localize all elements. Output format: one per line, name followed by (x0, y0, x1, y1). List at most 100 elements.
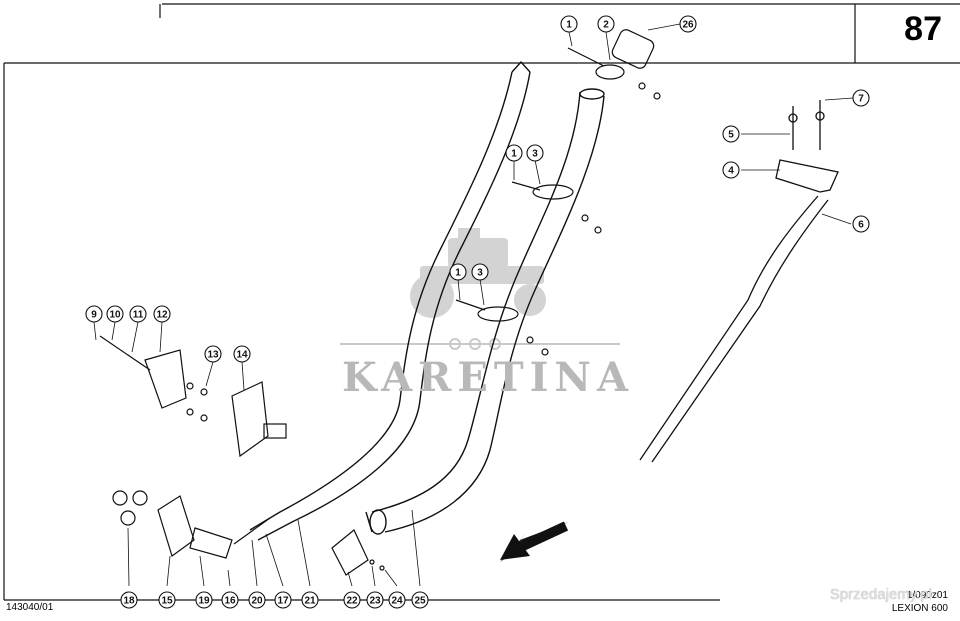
callout-circle (679, 15, 697, 33)
callout-circle (221, 591, 239, 609)
callout-number: 17 (277, 596, 289, 607)
model-name: LEXION 600 (891, 603, 948, 614)
callout-21: 21 (301, 591, 319, 609)
callout-circle (274, 591, 292, 609)
callout-circle (129, 305, 147, 323)
callout-22: 22 (343, 591, 361, 609)
callout-26: 26 (679, 15, 697, 33)
hose-clamps (455, 181, 574, 322)
page-frame (3, 3, 960, 601)
callout-2: 2 (597, 15, 615, 33)
callout-number: 3 (532, 149, 538, 160)
callout-3: 3 (526, 144, 544, 162)
callout-3: 3 (471, 263, 489, 281)
callout-number: 16 (224, 596, 236, 607)
direction-arrow-icon (500, 521, 569, 562)
callout-circle (343, 591, 361, 609)
callout-circle (388, 591, 406, 609)
callout-number: 5 (728, 130, 734, 141)
callout-circle (852, 215, 870, 233)
callout-9: 9 (85, 305, 103, 323)
long-hose-21 (249, 60, 531, 541)
callout-number: 11 (133, 310, 144, 321)
callout-circle (195, 591, 213, 609)
callout-16: 16 (221, 591, 239, 609)
callout-number: 24 (391, 596, 403, 607)
callout-20: 20 (248, 591, 266, 609)
watermark-text: KARETINA (342, 354, 634, 401)
callout-circle (153, 305, 171, 323)
callout-circle (411, 591, 429, 609)
callout-number: 2 (603, 20, 609, 31)
callout-19: 19 (195, 591, 213, 609)
callout-circle (526, 144, 544, 162)
callout-circle (204, 345, 222, 363)
callout-number: 3 (477, 268, 483, 279)
callout-circle (85, 305, 103, 323)
page-number: 87 (904, 10, 942, 48)
callout-circle (106, 305, 124, 323)
callout-1: 1 (560, 15, 578, 33)
callout-circle (722, 125, 740, 143)
callout-circle (722, 161, 740, 179)
sensor-26 (526, 29, 661, 356)
callout-number: 4 (728, 166, 734, 177)
callout-number: 25 (414, 596, 426, 607)
callout-number: 20 (251, 596, 263, 607)
callout-number: 9 (91, 310, 97, 321)
callout-12: 12 (153, 305, 171, 323)
callout-number: 14 (236, 350, 248, 361)
nozzle-block-22 (331, 529, 385, 576)
catalog-code: 143040/01 (6, 602, 54, 613)
callout-circle (449, 263, 467, 281)
callout-circle (505, 144, 523, 162)
callout-number: 15 (161, 596, 173, 607)
callout-number: 10 (109, 310, 121, 321)
callout-circle (158, 591, 176, 609)
callout-23: 23 (366, 591, 384, 609)
callout-circle (301, 591, 319, 609)
callout-7: 7 (852, 89, 870, 107)
callout-number: 21 (304, 596, 316, 607)
callout-13: 13 (204, 345, 222, 363)
callout-circle (560, 15, 578, 33)
drawing-code: 1/090z01 (906, 590, 948, 601)
callout-18: 18 (120, 591, 138, 609)
callout-circle (597, 15, 615, 33)
callout-6: 6 (852, 215, 870, 233)
callout-14: 14 (233, 345, 251, 363)
watermark-gears-line (340, 338, 620, 350)
callout-number: 1 (511, 149, 517, 160)
plates-and-fittings (99, 335, 287, 559)
callout-11: 11 (129, 305, 147, 323)
callout-number: 26 (682, 20, 694, 31)
callout-number: 22 (346, 596, 358, 607)
tube-25 (365, 88, 605, 535)
callout-number: 19 (198, 596, 210, 607)
callout-number: 1 (455, 268, 461, 279)
callout-4: 4 (722, 161, 740, 179)
callout-1: 1 (505, 144, 523, 162)
callout-number: 6 (858, 220, 864, 231)
callout-10: 10 (106, 305, 124, 323)
leader-lines (93, 23, 854, 587)
callout-number: 18 (123, 596, 135, 607)
callout-17: 17 (274, 591, 292, 609)
callout-25: 25 (411, 591, 429, 609)
callout-number: 23 (369, 596, 381, 607)
callout-1: 1 (449, 263, 467, 281)
callout-circle (366, 591, 384, 609)
callout-24: 24 (388, 591, 406, 609)
callout-number: 7 (858, 94, 864, 105)
callout-circle (248, 591, 266, 609)
callout-circle (233, 345, 251, 363)
watermark-badge: Sprzedajemy.pl (829, 586, 932, 603)
callout-circle (120, 591, 138, 609)
callout-circle (852, 89, 870, 107)
callout-5: 5 (722, 125, 740, 143)
callout-number: 1 (566, 20, 572, 31)
support-rod-6 (639, 100, 839, 463)
